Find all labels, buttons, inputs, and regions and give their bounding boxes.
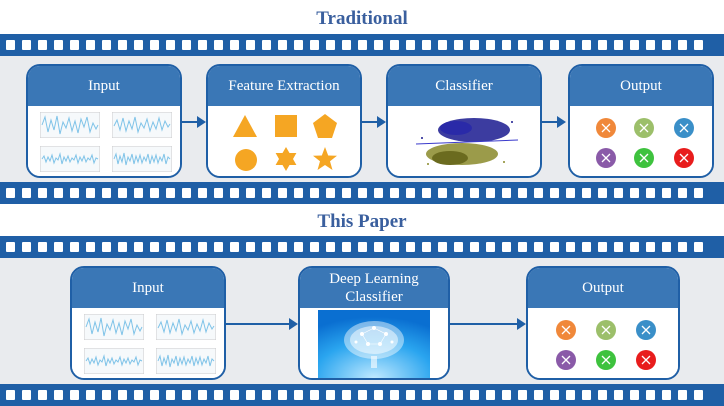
paper-output-label: Output: [528, 268, 678, 308]
square-icon: [275, 115, 297, 137]
film-strip-bottom-1: [0, 182, 724, 204]
brain-network-icon: [318, 310, 430, 378]
x-mark-circle-icon: [596, 350, 616, 370]
x-mark-circle-icon: [634, 118, 654, 138]
deep-learning-box: Deep Learning Classifier: [298, 266, 450, 380]
scatter-plot-icon: [412, 110, 522, 176]
paper-output-box: Output: [526, 266, 680, 380]
signal-plot-icon: [112, 146, 172, 172]
x-mark-circle-icon: [596, 118, 616, 138]
x-mark-circle-icon: [596, 320, 616, 340]
film-strip-top-1: [0, 34, 724, 56]
arrow-icon: [450, 318, 526, 330]
x-mark-circle-icon: [634, 148, 654, 168]
x-mark-circle-icon: [636, 350, 656, 370]
deep-learning-label: Deep Learning Classifier: [300, 268, 448, 308]
paper-title: This Paper: [317, 211, 407, 232]
paper-input-label: Input: [72, 268, 224, 308]
classifier-box: Classifier: [386, 64, 542, 178]
traditional-input-label: Input: [28, 66, 180, 106]
star6-icon: [275, 147, 297, 171]
feature-extraction-label: Feature Extraction: [208, 66, 360, 106]
film-strip-top-2: [0, 236, 724, 258]
signal-plot-icon: [84, 314, 144, 340]
film-strip-bottom-2: [0, 384, 724, 406]
x-mark-circle-icon: [556, 350, 576, 370]
signal-plot-icon: [40, 146, 100, 172]
arrow-icon: [182, 116, 206, 128]
star5-icon: [313, 147, 337, 170]
traditional-title: Traditional: [316, 8, 408, 29]
traditional-output-label: Output: [570, 66, 712, 106]
arrow-icon: [362, 116, 386, 128]
x-mark-circle-icon: [596, 148, 616, 168]
traditional-input-box: Input: [26, 64, 182, 178]
arrow-icon: [542, 116, 566, 128]
circle-icon: [235, 149, 257, 171]
traditional-output-box: Output: [568, 64, 714, 178]
x-mark-circle-icon: [674, 118, 694, 138]
signal-plot-icon: [84, 348, 144, 374]
triangle-icon: [233, 115, 257, 137]
x-mark-circle-icon: [556, 320, 576, 340]
signal-plot-icon: [40, 112, 100, 138]
signal-plot-icon: [112, 112, 172, 138]
x-mark-circle-icon: [636, 320, 656, 340]
signal-plot-icon: [156, 314, 216, 340]
pentagon-icon: [313, 114, 337, 138]
feature-extraction-box: Feature Extraction: [206, 64, 362, 178]
arrow-icon: [226, 318, 298, 330]
classifier-label: Classifier: [388, 66, 540, 106]
paper-input-box: Input: [70, 266, 226, 380]
signal-plot-icon: [156, 348, 216, 374]
x-mark-circle-icon: [674, 148, 694, 168]
